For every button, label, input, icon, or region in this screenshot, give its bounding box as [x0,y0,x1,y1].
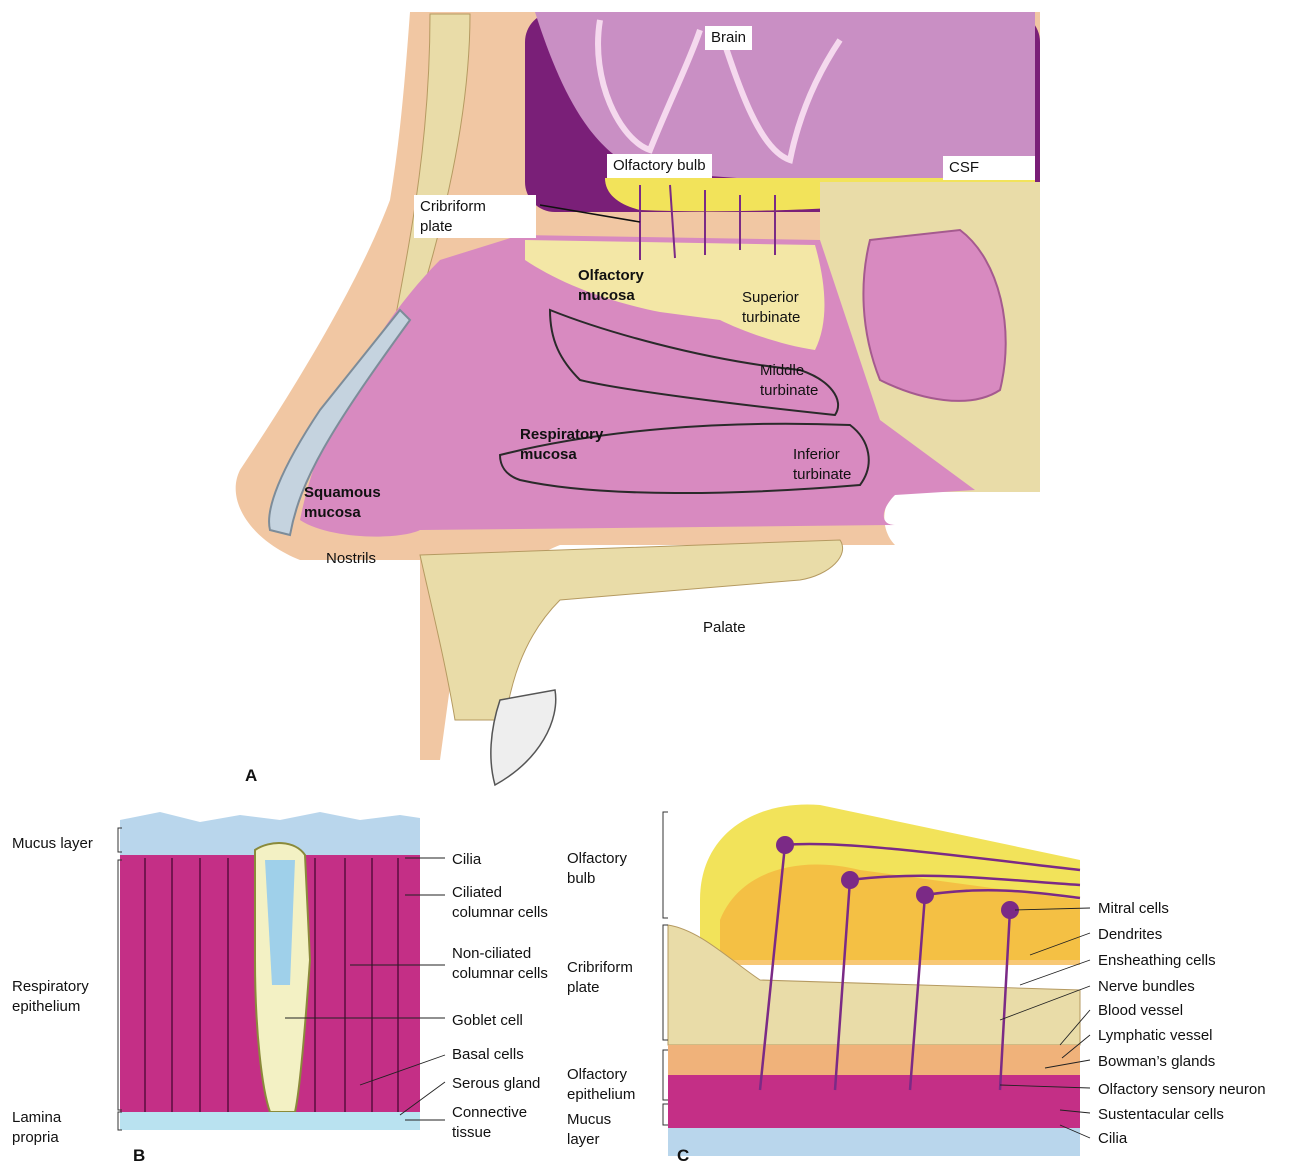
label-respiratory-epithelium: Respiratory epithelium [12,977,89,1016]
label-olfactory-sensory-neuron: Olfactory sensory neuron [1098,1080,1266,1100]
label-serous-gland: Serous gland [452,1074,540,1094]
label-bowmans-glands: Bowman’s glands [1098,1052,1215,1072]
panel-a-illustration [236,12,1040,785]
label-basal-cells: Basal cells [452,1045,524,1065]
sphenoid-sinus [863,230,1005,401]
label-olfactory-epithelium: Olfactory epithelium [567,1065,635,1104]
label-mucus-layer-b: Mucus layer [12,834,93,854]
panel-letter-b: B [133,1145,145,1167]
label-cribriform-plate-c: Cribriform plate [567,958,633,997]
label-olfactory-bulb-a: Olfactory bulb [607,154,712,178]
panel-letter-a: A [245,765,257,787]
label-middle-turbinate: Middle turbinate [760,361,818,400]
palate-bone [420,540,843,720]
mucus-c [668,1128,1080,1156]
label-csf: CSF [943,156,1035,180]
label-nerve-bundles: Nerve bundles [1098,977,1195,997]
label-ensheathing-cells: Ensheathing cells [1098,951,1216,971]
label-inferior-turbinate: Inferior turbinate [793,445,851,484]
panel-c-illustration [668,804,1080,1156]
label-brain: Brain [705,26,752,50]
label-superior-turbinate: Superior turbinate [742,288,800,327]
label-squamous-mucosa: Squamous mucosa [304,483,381,522]
label-cribriform-plate-a: Cribriform plate [414,195,536,238]
label-blood-vessel: Blood vessel [1098,1001,1183,1021]
panel-letter-c: C [677,1145,689,1167]
label-sustentacular-cells: Sustentacular cells [1098,1105,1224,1125]
label-respiratory-mucosa: Respiratory mucosa [520,425,603,464]
label-ciliated-columnar: Ciliated columnar cells [452,883,548,922]
tooth [491,690,556,785]
epithelium-c [668,1075,1080,1130]
label-cilia-b: Cilia [452,850,481,870]
label-cilia-c: Cilia [1098,1129,1127,1149]
label-dendrites: Dendrites [1098,925,1162,945]
label-connective-tissue: Connective tissue [452,1103,527,1142]
lamina-c [668,1045,1080,1075]
label-nostrils: Nostrils [326,549,376,569]
label-olfactory-mucosa: Olfactory mucosa [578,266,644,305]
label-goblet-cell: Goblet cell [452,1011,523,1031]
label-palate: Palate [703,618,746,638]
lamina-propria-b [120,1112,420,1130]
panel-b-illustration [120,812,420,1130]
label-mucus-layer-c: Mucus layer [567,1110,611,1149]
label-non-ciliated-columnar: Non-ciliated columnar cells [452,944,548,983]
label-lamina-propria: Lamina propria [12,1108,61,1147]
label-mitral-cells: Mitral cells [1098,899,1169,919]
label-lymphatic-vessel: Lymphatic vessel [1098,1026,1213,1046]
label-olfactory-bulb-c: Olfactory bulb [567,849,627,888]
